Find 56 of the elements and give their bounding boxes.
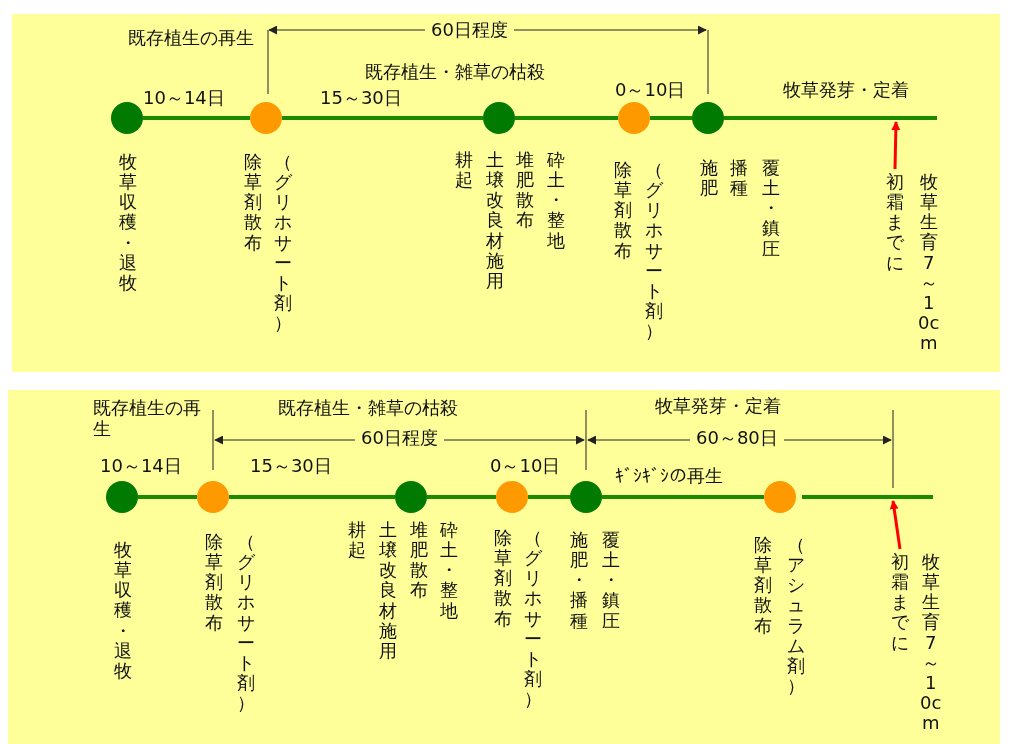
phase-label: 牧草発芽・定着: [783, 80, 909, 101]
phase-label: 既存植生・雑草の枯殺: [278, 398, 458, 419]
timeline-line: [229, 495, 395, 499]
dimension-label: 60日程度: [425, 20, 514, 41]
caption-text: 耕起: [453, 150, 474, 191]
timeline-line: [143, 116, 250, 120]
caption-text: 堆肥散布: [514, 150, 535, 231]
caption-text: 砕土・整地: [545, 150, 566, 251]
caption-text: 施肥・播種: [568, 530, 589, 631]
caption-text: 土壌改良材施用: [484, 150, 505, 292]
note-text: 牧草生育7～10cm: [920, 552, 942, 734]
caption-text: （アシュラム剤）: [785, 535, 806, 697]
caption-text: 除草剤散布: [492, 528, 513, 629]
phase-label: 既存植生の再生: [128, 28, 255, 49]
arrow: [889, 500, 902, 550]
timeline-line: [528, 495, 570, 499]
phase-label: 牧草発芽・定着: [655, 396, 781, 417]
timeline-line: [282, 116, 483, 120]
caption-text: 除草剤散布: [242, 152, 263, 253]
timeline-line: [515, 116, 618, 120]
note-text: 初霜までに: [889, 552, 911, 653]
caption-text: （グリホサート剤）: [272, 152, 293, 334]
arrow: [891, 121, 901, 170]
edge-label: ｷﾞｼｷﾞｼの再生: [615, 466, 723, 487]
note-text: 牧草生育7～10cm: [918, 172, 940, 354]
caption-text: （グリホサート剤）: [235, 532, 256, 714]
edge-label: 10～14日: [143, 88, 225, 109]
edge-label: 15～30日: [250, 456, 332, 477]
dimension-label: 60日程度: [355, 428, 444, 449]
caption-text: 施肥: [698, 158, 719, 199]
caption-text: 土壌改良材施用: [377, 520, 398, 662]
timeline-line: [138, 495, 197, 499]
caption-text: （グリホサート剤）: [643, 160, 664, 342]
phase-label: 既存植生の再生: [93, 398, 201, 440]
caption-text: 除草剤散布: [203, 532, 224, 633]
caption-text: 覆土・鎮圧: [760, 158, 781, 259]
edge-label: 0～10日: [615, 80, 686, 101]
timeline-line: [602, 495, 764, 499]
caption-text: 砕土・整地: [438, 520, 459, 621]
timeline-line: [650, 116, 692, 120]
caption-text: 牧草収穫・退牧: [117, 152, 138, 294]
caption-text: 耕起: [346, 520, 367, 561]
edge-label: 10～14日: [100, 456, 182, 477]
timeline-line: [427, 495, 496, 499]
dimension-label: 60～80日: [690, 428, 784, 449]
note-text: 初霜までに: [884, 172, 906, 273]
caption-text: 牧草収穫・退牧: [112, 540, 133, 682]
edge-label: 15～30日: [320, 88, 402, 109]
caption-text: 播種: [728, 158, 749, 199]
caption-text: （グリホサート剤）: [522, 528, 543, 710]
phase-label: 既存植生・雑草の枯殺: [365, 62, 545, 83]
caption-text: 覆土・鎮圧: [600, 530, 621, 631]
edge-label: 0～10日: [490, 456, 561, 477]
caption-text: 除草剤散布: [752, 535, 773, 636]
caption-text: 堆肥散布: [408, 520, 429, 601]
caption-text: 除草剤散布: [612, 160, 633, 261]
